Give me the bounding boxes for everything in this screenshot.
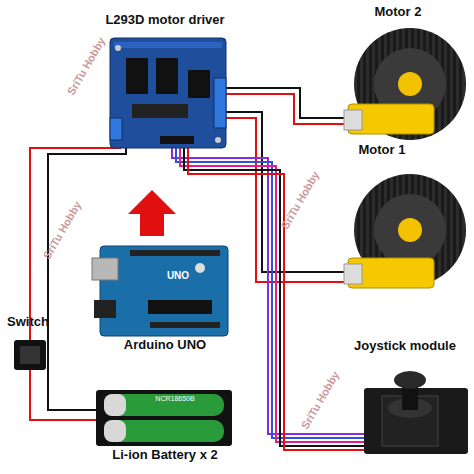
component-label: L293D motor driver [105,13,224,28]
watermark: SriTu Hobby [64,35,107,97]
watermark: SriTu Hobby [40,199,83,261]
component-label: Arduino UNO [124,338,206,353]
component-label: Switch [7,315,49,330]
component-label: Motor 1 [357,143,408,158]
component-label: Motor 2 [375,5,422,20]
board-marking: UNO [167,270,189,282]
component-label: Li-ion Battery x 2 [112,448,217,463]
cell-marking: NCR18650B [155,395,194,403]
component-label: Joystick module [354,339,456,354]
watermark: SriTu Hobby [298,369,341,431]
